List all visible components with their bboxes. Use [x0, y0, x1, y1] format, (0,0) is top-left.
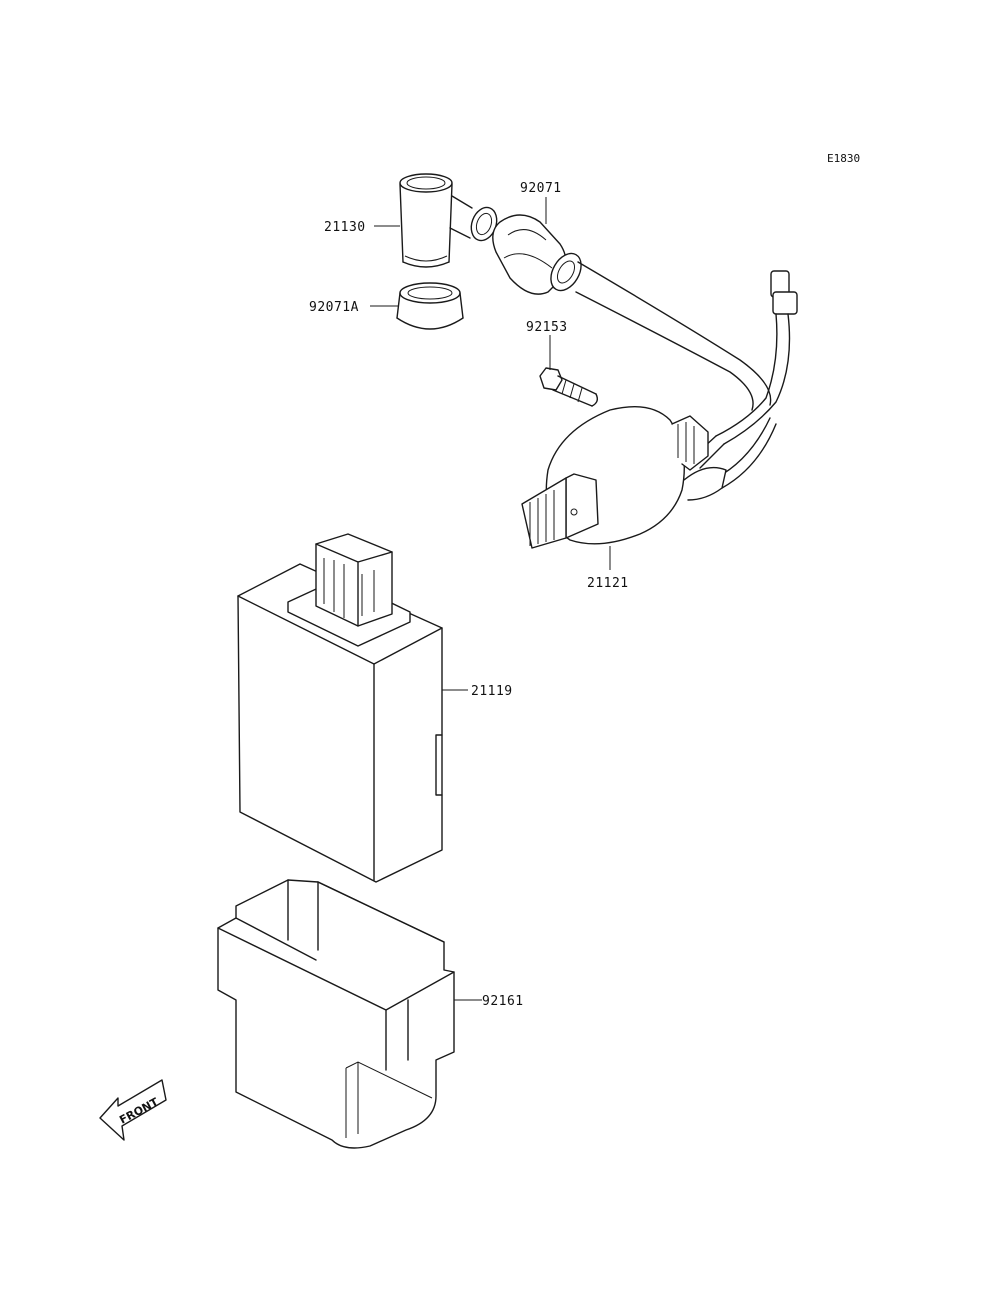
ignition-coil-21121: [521, 405, 727, 549]
boot-92071: [492, 214, 582, 295]
part-label-92071A: 92071A: [309, 300, 359, 315]
holder-92161: [217, 879, 455, 1149]
diagram-code: E1830: [827, 152, 860, 165]
spark-plug-cap-21130: [399, 173, 498, 268]
cdi-unit-21119: [237, 533, 443, 883]
part-label-92153: 92153: [526, 320, 568, 335]
part-label-21121: 21121: [587, 576, 629, 591]
high-tension-lead: [575, 261, 772, 411]
bolt-92153: [539, 367, 599, 407]
seal-92071A: [396, 282, 464, 330]
part-label-92161: 92161: [482, 994, 524, 1009]
part-label-21119: 21119: [471, 684, 513, 699]
part-label-92071: 92071: [520, 181, 562, 196]
part-labels: 21130 92071 92071A 92153 21121 21119 921…: [309, 181, 629, 1009]
leader-lines: [370, 197, 611, 1001]
front-direction-arrow: FRONT: [99, 1079, 167, 1141]
part-label-21130: 21130: [324, 220, 366, 235]
